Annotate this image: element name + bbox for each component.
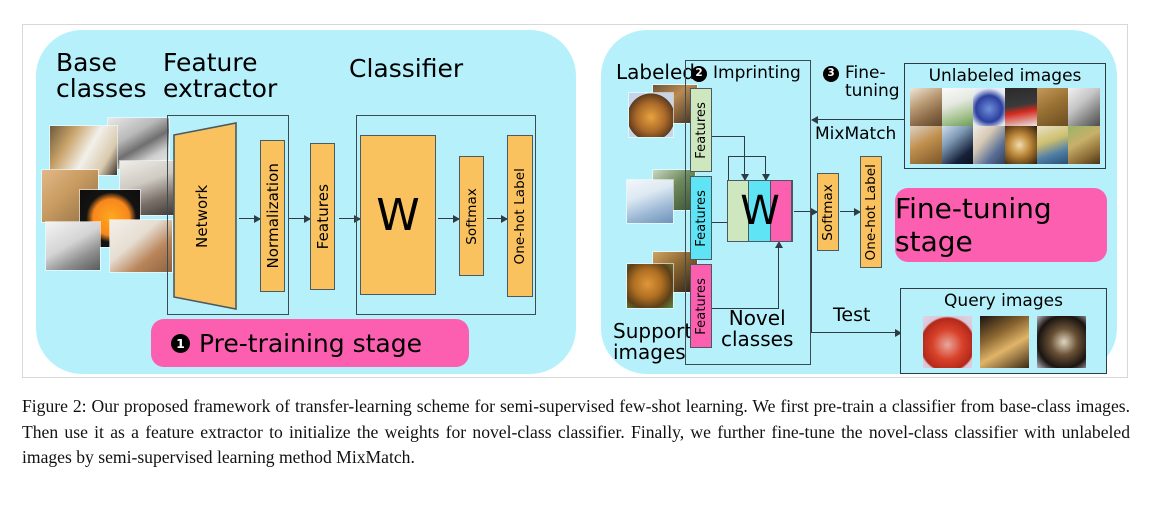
- dog-photo: [50, 126, 117, 175]
- arrow-features-to-w: [339, 213, 361, 225]
- guitar-pegs-photo: [973, 126, 1005, 164]
- feature-extractor-heading: Feature extractor: [163, 48, 278, 104]
- red-bowl-photo: [923, 316, 972, 368]
- unlabeled-images-grid: [910, 88, 1100, 164]
- clog-shoe-photo: [110, 220, 172, 272]
- normalization-block: Normalization: [260, 140, 285, 292]
- softmax-block-right: Softmax: [817, 173, 839, 251]
- features-green-label: Features: [693, 101, 709, 159]
- classifier-heading: Classifier: [349, 54, 464, 83]
- imprinting-outline: [685, 60, 811, 365]
- arrow-green-into-w: [739, 164, 751, 181]
- connector-cyan-h: [712, 222, 729, 224]
- support-images-heading: Support images: [613, 319, 693, 364]
- figure-caption: Figure 2: Our proposed framework of tran…: [22, 396, 1130, 467]
- w-matrix-block: W: [727, 180, 793, 242]
- step-1-badge: 1: [171, 333, 190, 353]
- w-column-cyan: [749, 181, 771, 241]
- softmax-label: Softmax: [463, 187, 480, 245]
- features-pink-label: Features: [693, 277, 709, 335]
- one-hot-label-block-right: One-hot Label: [860, 156, 882, 268]
- features-cyan: Features: [690, 176, 712, 260]
- connector-pink-h: [712, 308, 779, 310]
- unlabeled-images-box: Unlabeled images: [904, 63, 1106, 169]
- features-label: Features: [313, 183, 332, 250]
- mixmatch-label: MixMatch: [815, 124, 897, 144]
- arrow-w-to-softmax: [438, 213, 460, 225]
- guitar-necks-photo: [1068, 88, 1100, 126]
- blue-glass-bowl-photo: [973, 88, 1005, 126]
- black-guitar-photo: [941, 126, 974, 164]
- network-block: Network: [172, 121, 238, 311]
- normalization-label: Normalization: [263, 163, 282, 269]
- unlabeled-images-title: Unlabeled images: [928, 66, 1082, 86]
- red-electric-guitar-photo: [1004, 88, 1037, 126]
- w-column-pink: [770, 181, 792, 241]
- glassware-table-photo: [910, 88, 942, 126]
- w-matrix-label: W: [740, 188, 780, 234]
- network-label: Network: [193, 184, 211, 248]
- arrow-cyan-into-w: [760, 156, 772, 181]
- guitar-photo-front: [629, 93, 673, 137]
- novel-classes-heading: Novel classes: [721, 306, 794, 351]
- softmax-block: Softmax: [459, 156, 484, 276]
- lion-head-photo: [980, 316, 1029, 368]
- pre-training-stage-panel: Base classes Feature extractor Classifie…: [36, 30, 576, 374]
- test-label: Test: [833, 304, 871, 326]
- step-2-badge: 2: [691, 65, 707, 82]
- fine-tuning-stage-panel: Labeled Support images 2 Imprinting 3 Fi…: [601, 30, 1117, 374]
- blue-cup-photo-front: [627, 180, 673, 223]
- one-hot-label-text-right: One-hot Label: [863, 163, 879, 261]
- query-images-grid: [923, 316, 1086, 368]
- pre-training-stage-label: Pre-training stage: [199, 328, 422, 358]
- connector-green-h: [712, 136, 745, 138]
- lion-roaring-photo: [1004, 126, 1037, 164]
- w-column-green: [728, 181, 750, 241]
- fine-tuning-step: 3 Fine- tuning: [823, 63, 900, 101]
- feature-extractor-outline: [167, 115, 289, 315]
- query-images-title: Query images: [944, 291, 1063, 311]
- one-hot-label-text: One-hot Label: [512, 167, 528, 265]
- fine-tuning-label: Fine- tuning: [845, 63, 900, 101]
- w-block: W: [360, 135, 436, 295]
- connector-cyan-h2: [728, 156, 766, 158]
- query-images-box: Query images: [900, 288, 1107, 374]
- imprinting-label: Imprinting: [713, 63, 801, 83]
- coffee-pot-photo: [108, 118, 169, 169]
- lioness-photo: [910, 126, 942, 164]
- features-block: Features: [310, 143, 335, 290]
- dark-guitar-photo: [1037, 316, 1086, 368]
- base-classes-heading: Base classes: [56, 48, 147, 104]
- features-green: Features: [690, 88, 712, 172]
- lion-photo-front: [627, 264, 673, 308]
- lion-cub-photo: [1036, 88, 1069, 126]
- connector-pink-v: [778, 248, 780, 309]
- nested-bowls-photo: [1036, 126, 1069, 164]
- sailboat-photo: [46, 222, 100, 270]
- connector-green-v: [744, 136, 746, 170]
- arrow-softmax-to-onehot-right: [840, 206, 861, 218]
- arrow-w-to-softmax-right: [794, 206, 818, 218]
- one-hot-label-block: One-hot Label: [507, 135, 533, 297]
- test-line-v: [811, 211, 813, 333]
- fine-tuning-stage-banner: Fine-tuning stage: [895, 188, 1107, 262]
- softmax-label-right: Softmax: [820, 183, 836, 241]
- arrow-softmax-to-onehot: [487, 213, 508, 225]
- step-3-badge: 3: [823, 66, 839, 82]
- imprinting-step: 2 Imprinting: [691, 63, 801, 83]
- arrow-test-to-query: [811, 327, 902, 339]
- lion-yawning-photo: [1068, 126, 1100, 164]
- features-pink: Features: [690, 264, 712, 348]
- pre-training-stage-banner: 1 Pre-training stage: [151, 319, 469, 367]
- classifier-outline: [356, 115, 536, 315]
- w-label: W: [376, 189, 420, 241]
- figure-card: Base classes Feature extractor Classifie…: [22, 24, 1128, 378]
- features-cyan-label: Features: [693, 189, 709, 247]
- labeled-heading: Labeled: [616, 60, 695, 84]
- fine-tuning-stage-label: Fine-tuning stage: [895, 192, 1052, 258]
- arrow-normalization-to-features: [289, 213, 311, 225]
- arrow-network-to-normalization: [239, 213, 261, 225]
- arrow-mixmatch-feedback: [811, 114, 904, 126]
- white-bowls-photo: [941, 88, 974, 126]
